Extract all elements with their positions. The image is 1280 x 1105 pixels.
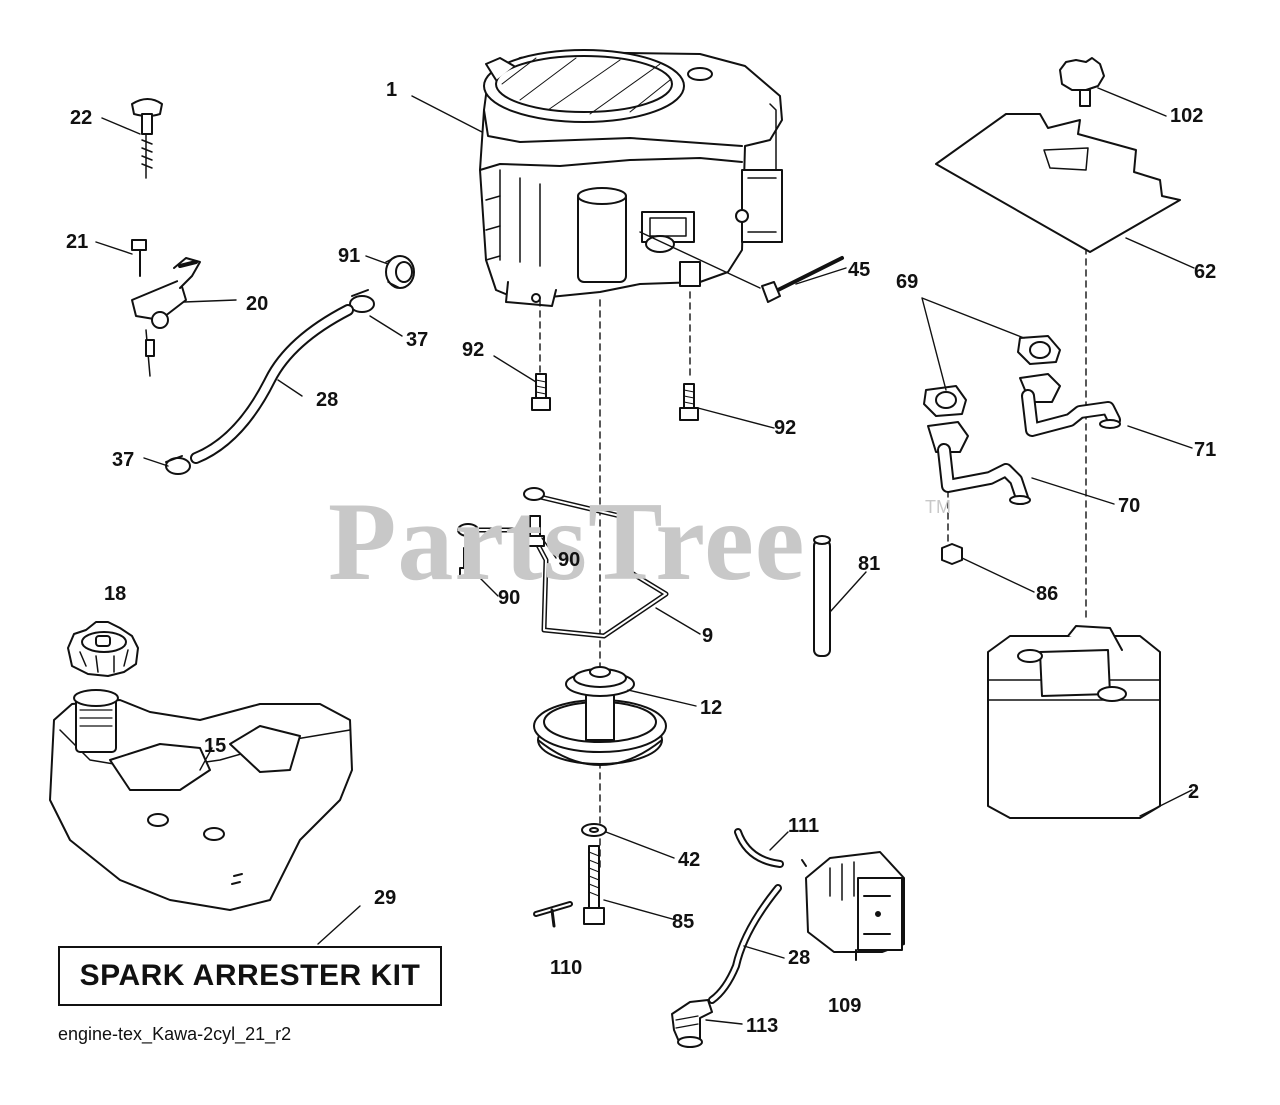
- heat-shield-drawing: [935, 113, 1181, 253]
- fuel-filter-drawing: [801, 851, 905, 961]
- heat-shield-knob-drawing: [1059, 57, 1105, 107]
- fuel-cap-drawing: [67, 621, 139, 677]
- fuel-valve-drawing: [671, 999, 713, 1048]
- choke-knob-drawing: [131, 98, 163, 179]
- washer-drawing: [581, 823, 607, 837]
- callout-fuel-valve[interactable]: 113: [746, 1015, 779, 1037]
- rod-drawing: [813, 535, 831, 657]
- callout-vent-hose[interactable]: 111: [788, 815, 820, 837]
- callout-bracket-screw[interactable]: 21: [66, 231, 89, 253]
- callout-fuel-filter[interactable]: 109: [828, 995, 862, 1017]
- callout-engine[interactable]: 1: [386, 79, 398, 101]
- callout-fuel-cap[interactable]: 18: [104, 583, 127, 605]
- grommet-drawing: [385, 255, 415, 289]
- callout-fuel-hose-top[interactable]: 28: [316, 389, 339, 411]
- trademark-symbol: TM: [925, 497, 951, 517]
- callout-exhaust-pipe-right[interactable]: 71: [1194, 439, 1217, 461]
- exhaust-pipe-right-drawing: [1019, 373, 1121, 437]
- callout-exhaust-pipe-left[interactable]: 70: [1118, 495, 1141, 517]
- engine-bolt-right-drawing: [679, 383, 699, 421]
- brake-rod-drawing: [457, 487, 669, 639]
- engine-bolt-left-drawing: [531, 373, 551, 411]
- callout-choke-knob[interactable]: 22: [70, 107, 93, 129]
- callout-engine-bolt-left[interactable]: 92: [462, 339, 485, 361]
- callout-pulley-bolt[interactable]: 85: [672, 911, 695, 933]
- callout-muffler[interactable]: 2: [1188, 781, 1200, 803]
- callout-rod[interactable]: 81: [858, 553, 881, 575]
- callout-hose-clamp-top[interactable]: 37: [406, 329, 429, 351]
- callout-hose-clamp-bottom[interactable]: 37: [112, 449, 135, 471]
- callout-lock-nut[interactable]: 86: [1036, 583, 1059, 605]
- diagram-code: engine-tex_Kawa-2cyl_21_r2: [58, 1024, 292, 1044]
- exhaust-pipe-left-drawing: [927, 421, 1031, 505]
- leader-lines: [95, 87, 1195, 1025]
- callout-engine-bolt-right[interactable]: 92: [774, 417, 797, 439]
- callout-brake-rod[interactable]: 9: [702, 625, 714, 647]
- callout-oil-drain[interactable]: 45: [848, 259, 871, 281]
- callout-fuel-tank[interactable]: 15: [204, 735, 227, 757]
- callout-heat-shield-knob[interactable]: 102: [1170, 105, 1204, 127]
- hose-clamp-top-drawing: [349, 289, 375, 313]
- callout-spark-arrester-kit[interactable]: 29: [374, 887, 397, 909]
- callout-grommet[interactable]: 91: [338, 245, 361, 267]
- hose-clamp-bottom-drawing: [165, 455, 191, 475]
- engine-illustration: [479, 49, 783, 307]
- exhaust-gaskets-drawing: [923, 335, 1061, 417]
- oil-drain-drawing: [639, 231, 844, 303]
- callout-throttle-bracket[interactable]: 20: [246, 293, 269, 315]
- callout-pulley[interactable]: 12: [700, 697, 723, 719]
- callout-rod-screw-lower[interactable]: 90: [498, 587, 521, 609]
- pulley-drawing: [533, 666, 667, 766]
- callout-exhaust-gasket[interactable]: 69: [896, 271, 919, 293]
- callout-rod-screw-upper[interactable]: 90: [558, 549, 581, 571]
- lock-nut-drawing: [941, 543, 963, 565]
- callout-heat-shield[interactable]: 62: [1194, 261, 1217, 283]
- fuel-tank-drawing: [49, 689, 353, 911]
- callout-pin[interactable]: 110: [550, 957, 583, 979]
- parts-tree-watermark: PartsTree: [328, 480, 806, 604]
- muffler-drawing: [987, 625, 1161, 819]
- pin-drawing: [533, 901, 573, 928]
- spark-arrester-kit-box[interactable]: SPARK ARRESTER KIT: [58, 946, 442, 1006]
- callout-washer[interactable]: 42: [678, 849, 701, 871]
- throttle-bracket-drawing: [131, 239, 201, 377]
- pulley-bolt-drawing: [583, 845, 605, 925]
- spark-arrester-kit-label: SPARK ARRESTER KIT: [79, 959, 421, 992]
- callout-fuel-hose-bottom[interactable]: 28: [788, 947, 811, 969]
